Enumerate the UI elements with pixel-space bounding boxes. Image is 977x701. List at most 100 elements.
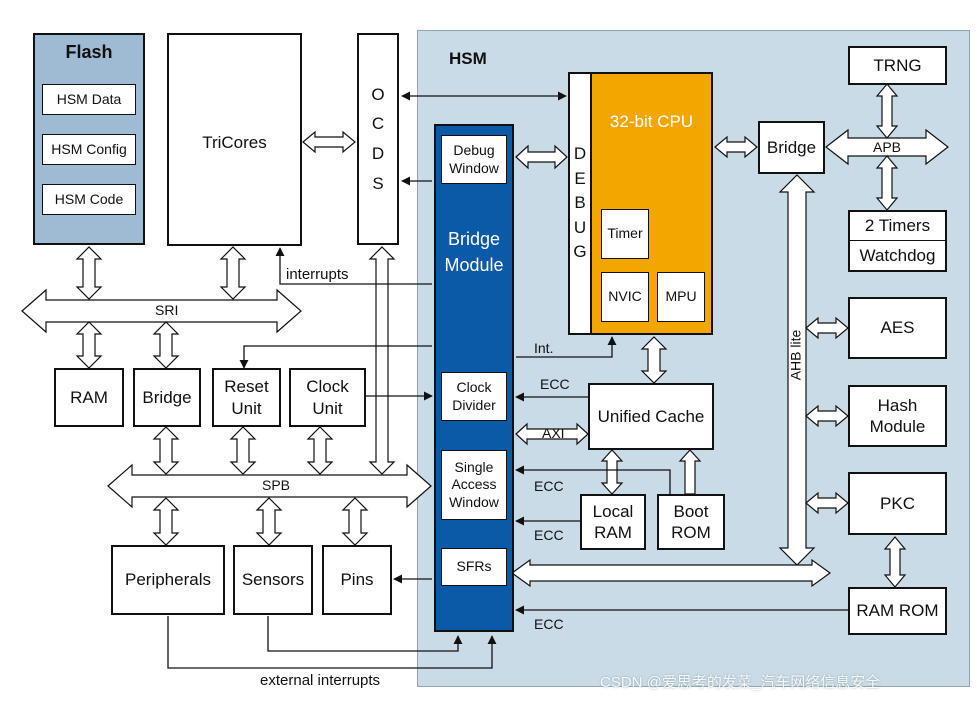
interrupts-label: interrupts <box>286 266 349 283</box>
trng-box: TRNG <box>848 46 947 85</box>
boot-rom-line1: Boot <box>673 501 709 521</box>
mpu-box: MPU <box>657 272 705 322</box>
sfr-bus <box>510 558 832 588</box>
apb-label: APB <box>873 139 902 155</box>
reset-unit-box: Reset Unit <box>212 368 281 427</box>
peripherals-box: Peripherals <box>111 545 225 615</box>
watermark: CSDN @爱思考的发菜_汽车网络信息安全 <box>600 674 881 691</box>
tricores-box: TriCores <box>167 33 302 246</box>
debug-letter: U <box>573 217 587 237</box>
sri-bus <box>21 288 302 334</box>
local-ram-line1: Local <box>592 501 634 521</box>
debug-letter: E <box>574 168 586 188</box>
arrow-pkc-ramrom <box>883 536 907 588</box>
arrow-ahb-pkc <box>805 491 849 515</box>
axi-label: AXI <box>542 425 565 441</box>
arrow-clock-spb <box>306 426 334 475</box>
pins-box: Pins <box>322 545 392 615</box>
bridge-module-title: Bridge Module <box>436 226 512 278</box>
line-ext-int-1 <box>167 616 497 669</box>
saw-line1: Single <box>454 458 494 475</box>
ecc-label-localram: ECC <box>534 527 564 543</box>
arrow-bridge-spb <box>152 426 180 475</box>
ahb-lite-label: AHB lite <box>787 329 804 381</box>
line-int <box>516 336 617 358</box>
arrow-ahb-hash <box>805 404 849 428</box>
ocds-letter: C <box>371 114 385 134</box>
debug-window-box: Debug Window <box>441 135 507 184</box>
debug-window-line2: Window <box>449 159 499 176</box>
apb-bus <box>825 128 949 166</box>
debug-letter: G <box>573 242 587 262</box>
arrow-apb-timers <box>875 155 899 211</box>
saw-line3: Window <box>449 493 499 510</box>
arrow-bootrom-cache <box>678 449 702 495</box>
hash-line2: Module <box>869 417 926 436</box>
arrow-reset-spb <box>229 426 257 475</box>
arrow-tricores-ocds <box>302 130 356 154</box>
external-interrupts-label: external interrupts <box>260 672 381 689</box>
int-label: Int. <box>534 340 554 356</box>
ecc-label-bootrom: ECC <box>534 478 564 494</box>
ecc-label-ramrom: ECC <box>534 616 564 632</box>
sfrs-box: SFRs <box>441 548 507 586</box>
arrow-flash-sri <box>75 246 103 300</box>
arrow-cpu-cache <box>640 336 668 384</box>
reset-line2: Unit <box>231 398 262 418</box>
ocds-box: O C D S <box>357 33 399 245</box>
debug-window-line1: Debug <box>453 142 495 158</box>
aes-box: AES <box>848 297 947 359</box>
arrow-spb-peripherals <box>152 497 180 546</box>
boot-rom-box: Boot ROM <box>657 494 725 550</box>
ocds-letter: S <box>372 173 384 193</box>
two-timers-box: 2 Timers <box>848 210 947 241</box>
arrow-spb-sensors <box>255 497 283 546</box>
arrow-spb-pins <box>341 497 369 546</box>
hash-line1: Hash <box>877 395 918 415</box>
local-ram-line2: RAM <box>594 523 632 542</box>
clock-line2: Unit <box>312 398 343 418</box>
hash-module-box: Hash Module <box>848 385 947 447</box>
clock-unit-box: Clock Unit <box>289 368 366 427</box>
hsm-data-box: HSM Data <box>42 84 136 115</box>
unified-cache-box: Unified Cache <box>588 383 714 450</box>
ram-rom-box: RAM ROM <box>848 587 947 635</box>
line-ext-int-2 <box>267 616 463 652</box>
hsm-title: HSM <box>449 49 487 68</box>
spb-bus <box>107 463 432 509</box>
watchdog-box: Watchdog <box>848 240 947 272</box>
line-interrupts <box>275 247 432 285</box>
arrow-sri-bridge <box>152 321 180 369</box>
clock-divider-box: Clock Divider <box>441 372 507 421</box>
flash-title: Flash <box>65 42 113 62</box>
hsm-code-box: HSM Code <box>42 184 136 215</box>
arrow-cpu-bridge <box>714 135 758 159</box>
reset-line1: Reset <box>224 377 269 397</box>
bridge-module-line2: Module <box>444 255 504 276</box>
arrow-debugwin-debug <box>515 144 568 170</box>
arrow-sri-ram <box>75 321 103 369</box>
arrow-ocds-spb <box>368 246 396 475</box>
pkc-box: PKC <box>848 472 947 535</box>
boot-rom-line2: ROM <box>671 523 711 542</box>
arrow-tricores-sri <box>219 246 247 300</box>
bridge-module-line1: Bridge <box>447 229 501 249</box>
debug-letter: B <box>574 193 586 213</box>
clock-line1: Clock <box>306 377 349 397</box>
sensors-box: Sensors <box>233 545 313 615</box>
sri-label: SRI <box>155 302 179 318</box>
ocds-letter: D <box>371 144 385 163</box>
arrow-cache-localram <box>600 449 624 495</box>
timer-box: Timer <box>601 209 649 259</box>
ocds-letter: O <box>371 84 385 104</box>
local-ram-box: Local RAM <box>580 494 646 550</box>
single-access-window-box: Single Access Window <box>441 450 507 520</box>
hsm-config-box: HSM Config <box>42 134 136 165</box>
hsm-bridge-box: Bridge <box>758 121 825 174</box>
spb-label: SPB <box>262 477 291 493</box>
cpu-title: 32-bit CPU <box>609 112 694 131</box>
arrow-ahb-aes <box>805 316 849 340</box>
bridge-box: Bridge <box>133 368 201 427</box>
